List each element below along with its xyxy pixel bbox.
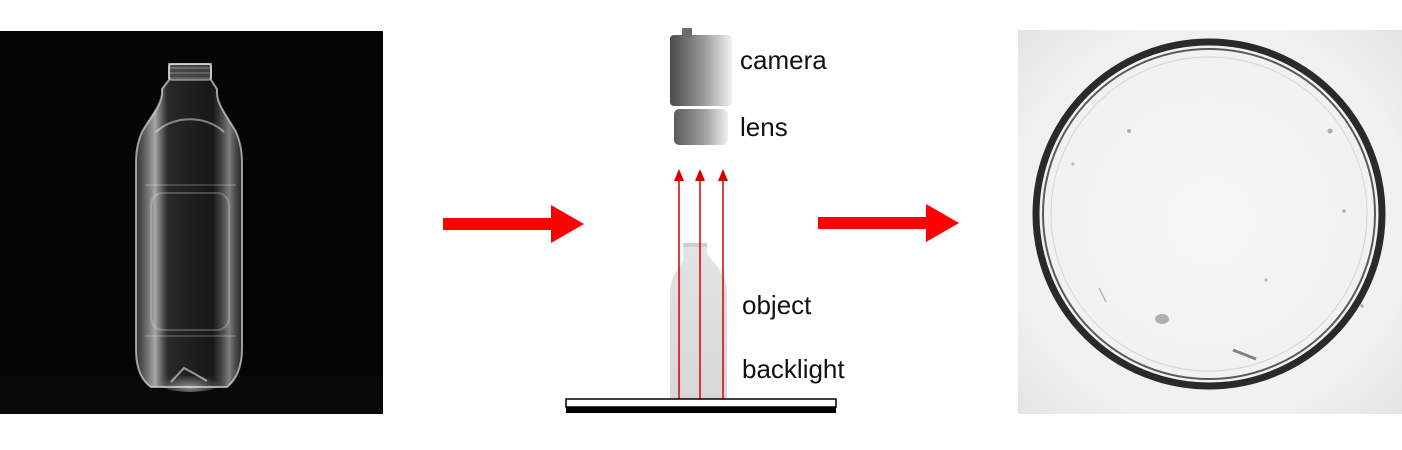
bottle-photo <box>0 31 383 414</box>
backlight-label: backlight <box>742 354 845 384</box>
camera-label: camera <box>740 45 827 75</box>
backlight-icon <box>565 398 837 413</box>
light-rays <box>674 169 728 402</box>
lens-label: lens <box>740 112 788 142</box>
bottle-image <box>135 63 243 392</box>
object-label: object <box>742 290 812 320</box>
right-arrow-icon-graphic <box>818 204 959 242</box>
lens-icon <box>674 109 728 145</box>
right-arrow-icon <box>818 204 959 246</box>
bottle-icon <box>670 243 727 401</box>
inspection-result-image <box>1018 30 1402 414</box>
optical-setup-graphic <box>565 28 837 413</box>
right-arrow-icon-graphic <box>443 205 584 243</box>
bottle-photo-graphic <box>0 31 383 414</box>
right-arrow-icon <box>443 205 584 247</box>
optical-setup-diagram: camera lens object backlight <box>560 25 880 425</box>
inspection-result-graphic <box>1018 30 1402 414</box>
camera-icon <box>670 28 732 106</box>
